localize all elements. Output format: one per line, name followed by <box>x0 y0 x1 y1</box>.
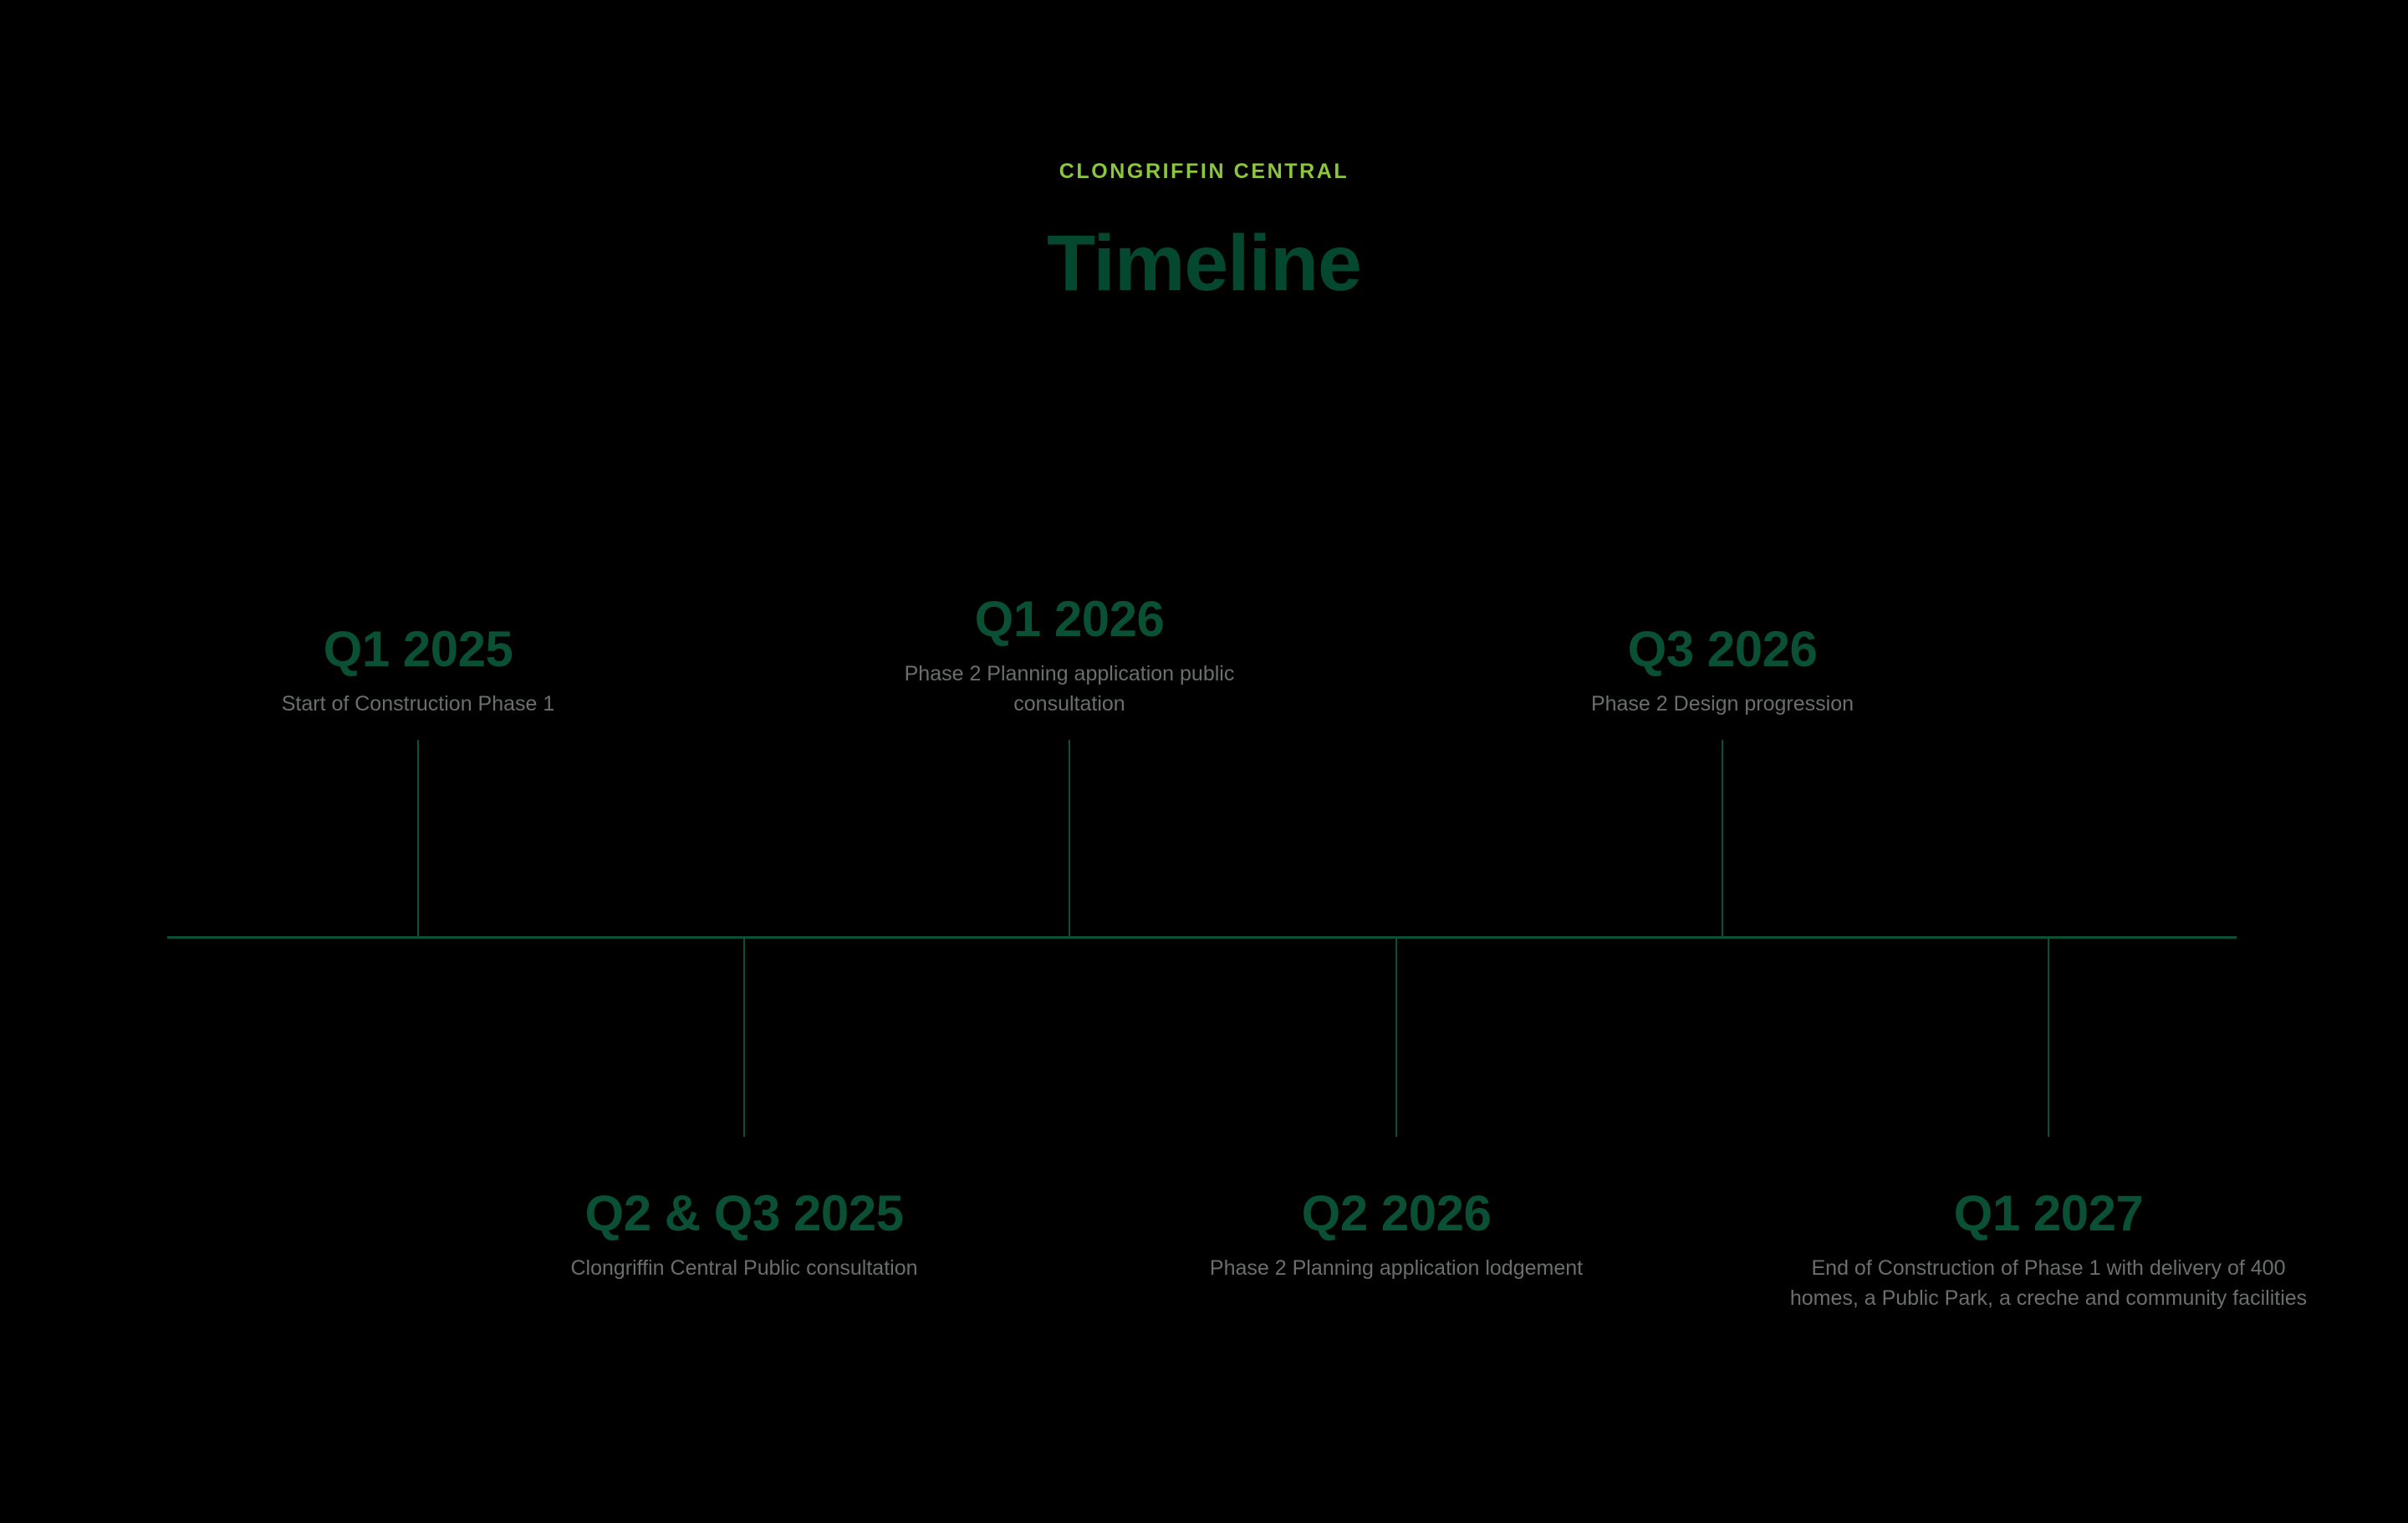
milestone-date: Q2 & Q3 2025 <box>584 1185 904 1241</box>
milestone-description: Clongriffin Central Public consultation <box>570 1256 918 1280</box>
milestone-description: End of Construction of Phase 1 with deli… <box>1789 1256 2308 1311</box>
timeline-tick <box>1395 938 1397 1137</box>
milestone-date: Q1 2025 <box>323 620 513 677</box>
milestone-description: Phase 2 Planning application lodgement <box>1209 1256 1584 1280</box>
milestone-description: Start of Construction Phase 1 <box>281 691 555 716</box>
eyebrow-label: CLONGRIFFIN CENTRAL <box>1059 160 1349 183</box>
milestone-date: Q2 2026 <box>1301 1185 1492 1241</box>
timeline-tick <box>1722 740 1723 939</box>
page-header: CLONGRIFFIN CENTRAL Timeline <box>0 159 2408 303</box>
timeline-tick <box>743 938 745 1137</box>
milestone-description: Phase 2 Planning application public cons… <box>904 661 1235 716</box>
timeline-tick <box>2048 938 2049 1137</box>
timeline-tick <box>417 740 419 939</box>
milestone-date: Q1 2027 <box>1953 1185 2144 1241</box>
timeline-tick <box>1069 740 1070 939</box>
milestone-date: Q3 2026 <box>1627 620 1818 677</box>
milestone-description: Phase 2 Design progression <box>1590 691 1854 716</box>
timeline-axis <box>167 936 2237 939</box>
milestone-date: Q1 2026 <box>974 590 1165 647</box>
page-title: Timeline <box>1047 219 1362 308</box>
